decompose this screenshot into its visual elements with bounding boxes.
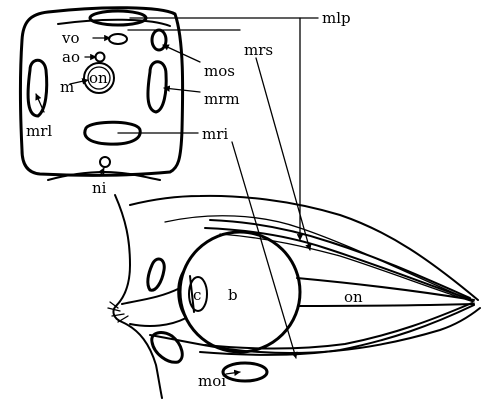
leader-moi: [225, 369, 241, 377]
eyeball-iris: [189, 275, 195, 313]
orbital-floor-contour: [149, 307, 481, 354]
leader-ni: [98, 167, 105, 177]
leader-mrm: [163, 85, 201, 93]
label-b: b: [228, 286, 238, 304]
label-mrs: mrs: [244, 41, 273, 59]
orbit-sagittal-view: [107, 194, 481, 399]
optic-nerve-section-inner: [87, 66, 111, 90]
muscle-inferior-rectus-section: [83, 120, 142, 146]
muscle-rectus-superior: [209, 219, 471, 299]
upper-eyelashes: [107, 301, 129, 323]
nerve-infraorbital-section: [99, 156, 111, 168]
optic-nerve-lower: [297, 303, 475, 307]
optic-nerve-section-outer: [83, 62, 115, 94]
leader-lines: [35, 17, 319, 377]
label-on-section: on: [89, 69, 108, 87]
label-mos: mos: [204, 62, 235, 80]
cross-section-outline: [19, 6, 185, 177]
muscle-medial-rectus-section: [146, 60, 168, 114]
cross-section-bottom-line: [47, 171, 161, 181]
cross-section-inner-line: [57, 18, 171, 27]
vein-ophthalmic-section: [108, 33, 128, 45]
label-mrm: mrm: [204, 90, 240, 108]
label-ao: ao: [62, 48, 80, 66]
label-mlp: mlp: [322, 9, 351, 27]
label-moi: moi: [198, 372, 226, 390]
muscle-superior-strand-3: [219, 233, 475, 303]
eyeball-lens: [188, 276, 208, 312]
muscle-obliquus-inferior: [204, 302, 473, 350]
eyeball-cornea: [177, 269, 187, 319]
tarsal-plate-upper: [146, 257, 166, 292]
lower-orbital-fat: [150, 331, 184, 364]
muscle-superior-oblique-section: [150, 28, 168, 52]
artery-ophthalmic-section: [94, 51, 106, 63]
optic-nerve-upper: [296, 277, 475, 301]
orbital-roof-contour: [129, 194, 479, 301]
muscle-lateral-rectus-section: [26, 58, 49, 118]
leader-mri-down: [231, 141, 298, 359]
face-contour: [112, 194, 163, 399]
orbit-cross-section: [19, 6, 185, 181]
leader-mos: [162, 44, 201, 63]
label-vo: vo: [61, 29, 80, 47]
muscle-obliquus-inferior-belly: [221, 361, 269, 383]
label-ni: ni: [92, 179, 107, 197]
lower-eyelid: [129, 317, 187, 327]
label-mri: mri: [202, 125, 228, 143]
leader-m: [69, 78, 89, 85]
label-mrl: mrl: [26, 122, 52, 140]
leader-mrl: [35, 93, 45, 113]
upper-eyelid: [121, 287, 181, 305]
label-on-nerve: on: [344, 288, 363, 306]
label-m: m: [60, 78, 74, 96]
eyeball-globe: [178, 230, 302, 354]
label-c: c: [193, 286, 201, 304]
labels: mlp mrs vo ao on m mos mrm mrl mri ni b …: [26, 9, 363, 390]
leader-mrs-down: [255, 57, 312, 251]
